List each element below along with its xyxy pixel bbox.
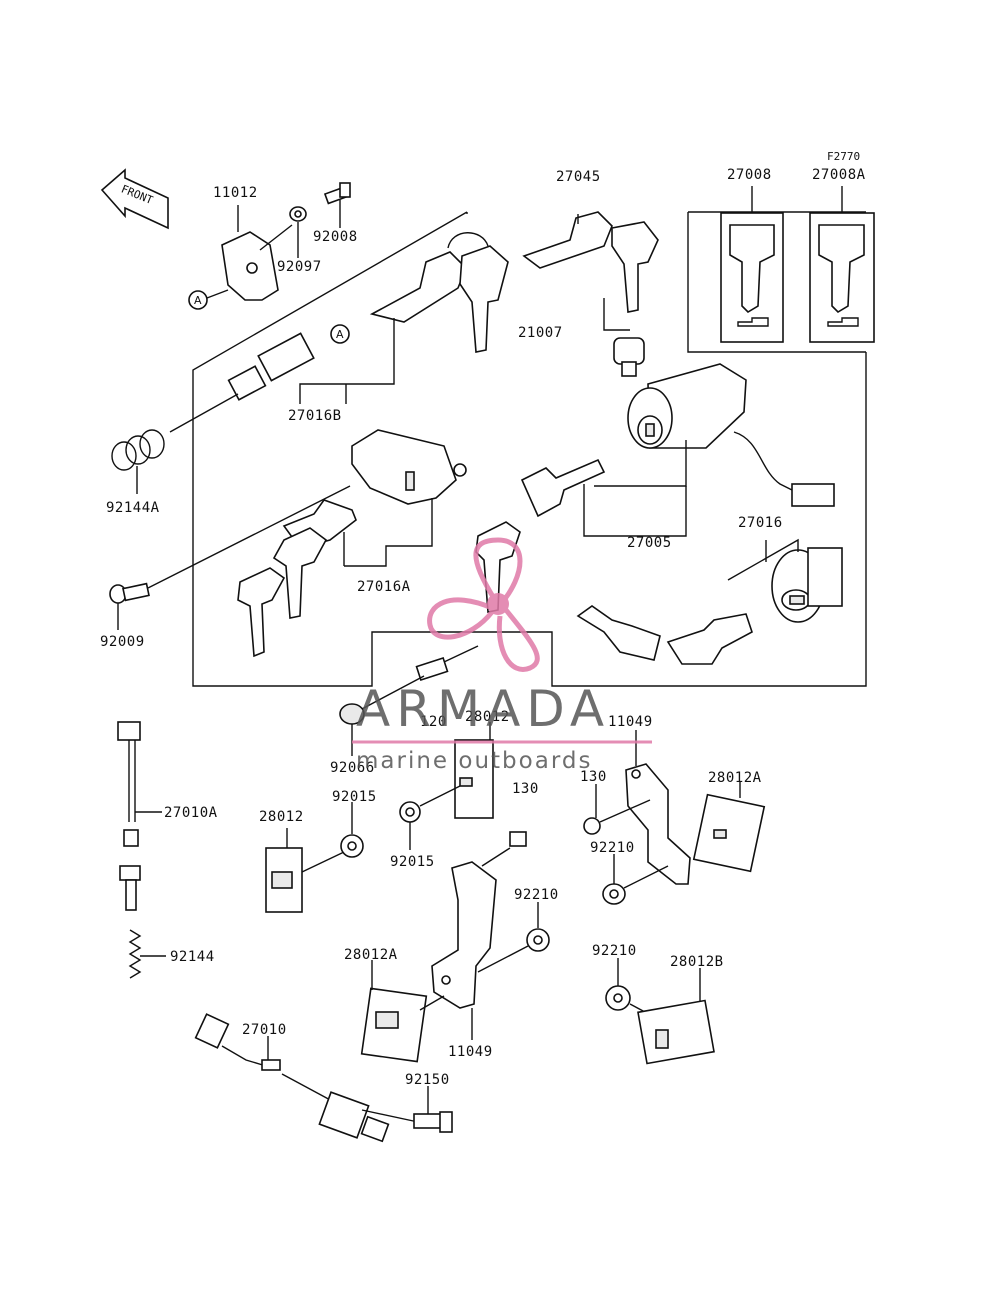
label-92144: 92144 [170, 949, 215, 965]
assembly-frame [192, 211, 867, 687]
label-28012-left: 28012 [259, 809, 304, 825]
label-28012-top: 28012 [465, 709, 510, 725]
key-tag-27008 [720, 186, 784, 343]
reflector-28012-left [265, 828, 345, 913]
nut-92210-mid [477, 902, 550, 973]
label-27016a: 27016A [357, 579, 411, 595]
label-92015-left: 92015 [332, 789, 377, 805]
nut-92015-left [340, 802, 364, 858]
label-27005: 27005 [627, 535, 672, 551]
nut-92015-mid [399, 785, 461, 850]
label-92066: 92066 [330, 760, 375, 776]
label-28012a-right: 28012A [708, 770, 762, 786]
ref-marker-a-mid: A [330, 324, 350, 344]
label-120: 120 [420, 714, 447, 730]
label-11049-top: 11049 [608, 714, 653, 730]
nut-92210-bottom [605, 958, 661, 1021]
reflector-28012a-bottom [360, 960, 445, 1063]
svg-text:A: A [336, 328, 344, 341]
label-92097: 92097 [277, 259, 322, 275]
label-92009: 92009 [100, 634, 145, 650]
label-92210-right: 92210 [590, 840, 635, 856]
switch-27010a [117, 721, 162, 911]
label-130-mid: 130 [512, 781, 539, 797]
key-cylinder-27016b [169, 332, 315, 433]
label-11012: 11012 [213, 185, 258, 201]
bolt-130-right [583, 784, 651, 835]
label-27008: 27008 [727, 167, 772, 183]
label-27045: 27045 [556, 169, 601, 185]
bolt-92008 [323, 182, 351, 228]
key-27016b [369, 232, 509, 353]
label-130-right: 130 [580, 769, 607, 785]
plate-11012 [221, 205, 293, 301]
reflector-28012b [637, 968, 715, 1065]
nut-92210-right [602, 854, 669, 905]
keys-27016a [237, 499, 357, 658]
label-27010a: 27010A [164, 805, 218, 821]
label-27016b: 27016B [288, 408, 342, 424]
cap-21007 [603, 298, 645, 377]
label-27010: 27010 [242, 1022, 287, 1038]
reflector-28012-top [454, 722, 494, 819]
bolt-92150 [413, 1086, 453, 1133]
label-92210-bottom: 92210 [592, 943, 637, 959]
reflector-28012a-right [692, 782, 766, 873]
cap-92066 [339, 703, 365, 756]
label-92008: 92008 [313, 229, 358, 245]
label-27008a: 27008A [812, 167, 866, 183]
label-92210-mid: 92210 [514, 887, 559, 903]
label-92015-mid: 92015 [390, 854, 435, 870]
label-92144a: 92144A [106, 500, 160, 516]
armada-logo-watermark: ARMADA marine outboards [352, 537, 652, 774]
label-21007: 21007 [518, 325, 563, 341]
label-28012a-bottom: 28012A [344, 947, 398, 963]
label-27016: 27016 [738, 515, 783, 531]
bolt-bracket-bottom [481, 831, 527, 867]
spring-92144a [111, 429, 165, 494]
watermark-tagline: marine outboards [356, 748, 592, 774]
bolt-120 [359, 645, 479, 711]
watermark-brand: ARMADA [356, 680, 610, 738]
key-27045 [522, 211, 659, 313]
spring-92144 [128, 929, 166, 979]
lock-housing-27016a [343, 429, 467, 567]
svg-text:A: A [194, 294, 202, 307]
propeller-logo-icon [427, 537, 540, 672]
screw-92009 [109, 485, 351, 630]
key-tag-27008a [809, 186, 875, 343]
ignition-switch-27005 [583, 363, 835, 537]
label-92150: 92150 [405, 1072, 450, 1088]
bracket-11049-top [625, 730, 691, 885]
front-arrow-icon: FRONT [100, 168, 169, 230]
label-11049-bottom: 11049 [448, 1044, 493, 1060]
label-28012b: 28012B [670, 954, 724, 970]
switch-27010 [194, 1013, 419, 1143]
keys-27016 [576, 605, 753, 665]
ref-marker-a-top: A [188, 289, 229, 310]
figure-code: F2770 [827, 150, 860, 163]
switch-27016 [727, 538, 843, 623]
bracket-11049-bottom [431, 861, 497, 1040]
